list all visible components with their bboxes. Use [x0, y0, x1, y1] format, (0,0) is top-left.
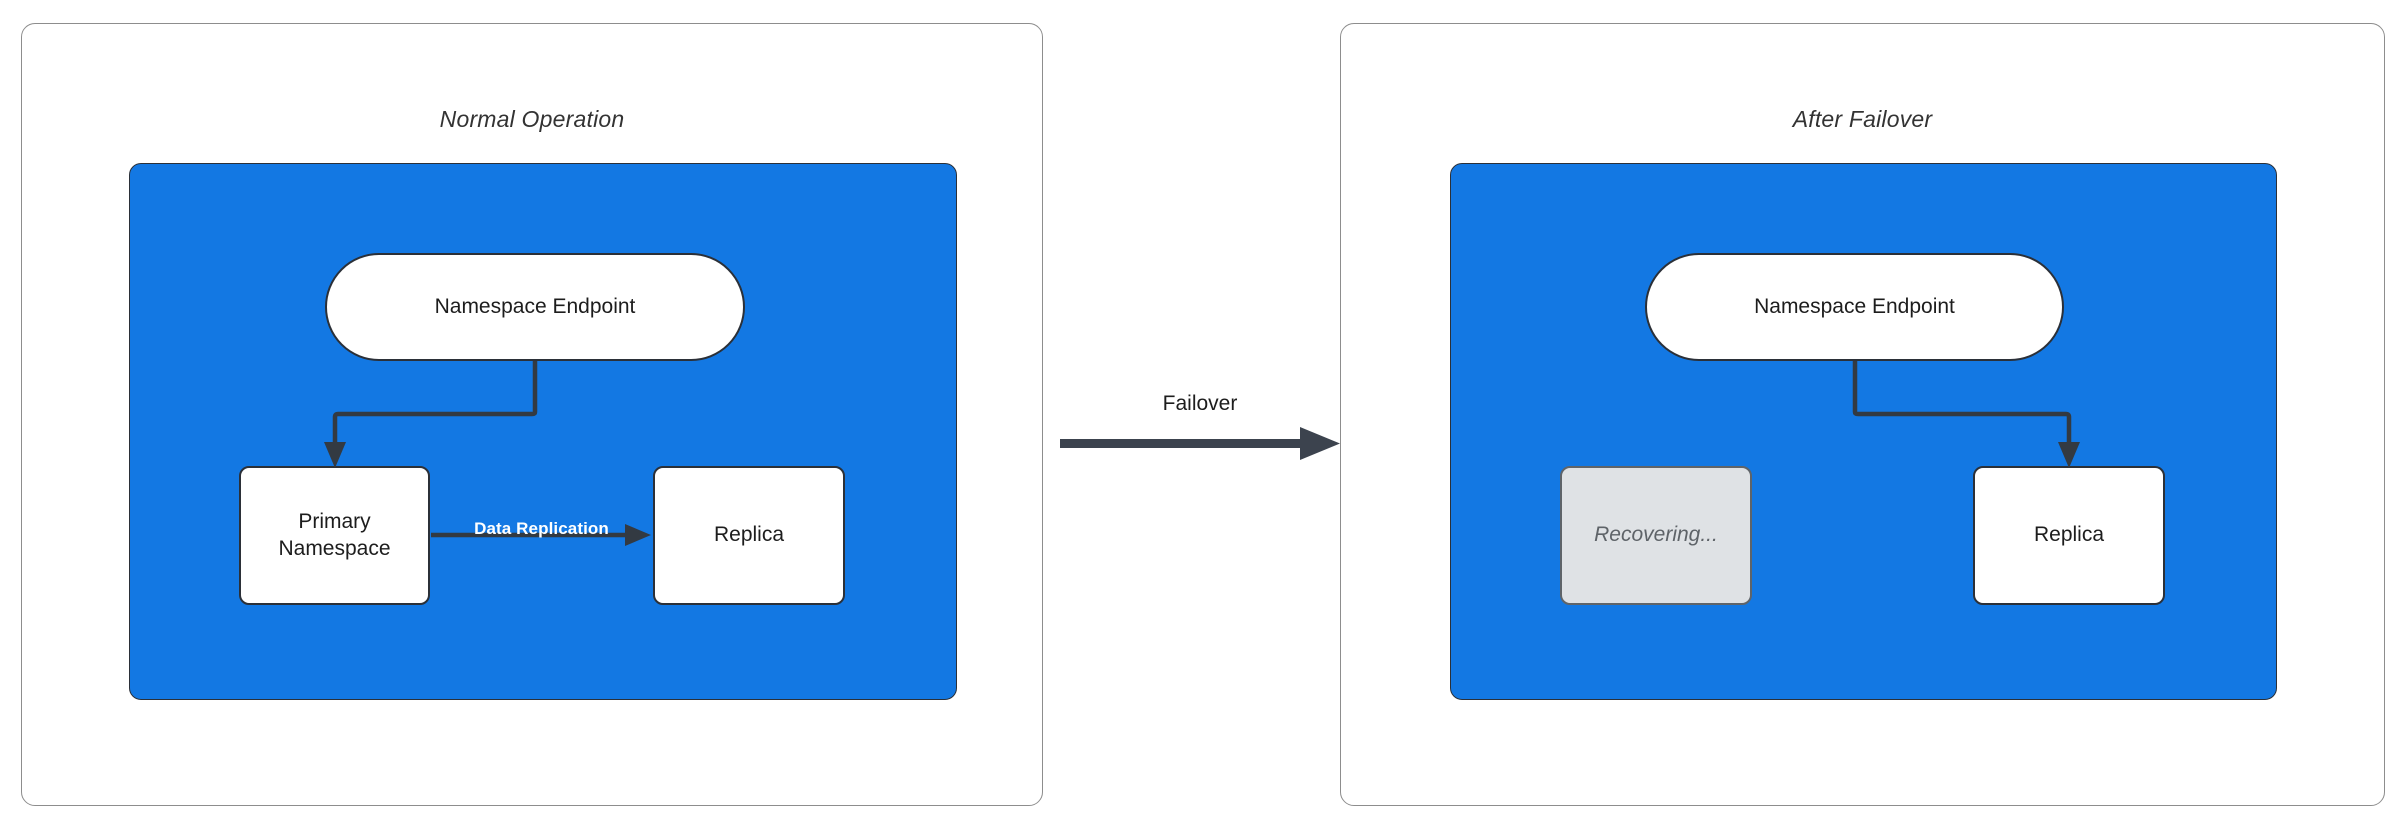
node-namespace-endpoint-left[interactable]: Namespace Endpoint	[325, 253, 745, 361]
failover-arrow-head	[1300, 427, 1340, 460]
node-recovering[interactable]: Recovering...	[1560, 466, 1752, 605]
node-label: Replica	[2033, 523, 2105, 547]
node-label: Namespace Endpoint	[1754, 294, 1955, 318]
node-replica-right[interactable]: Replica	[1973, 466, 2165, 605]
node-label: Replica	[713, 523, 785, 547]
failover-arrow-shaft	[1060, 439, 1310, 448]
transition-label-failover: Failover	[1162, 392, 1238, 415]
node-replica-left[interactable]: Replica	[653, 466, 845, 605]
edge-label-data-replication: Data Replication	[474, 519, 609, 538]
region-primary-cluster	[129, 163, 957, 700]
transition-arrow-failover	[1060, 427, 1340, 460]
node-label-line1: Primary	[298, 509, 371, 533]
node-label-line2: Namespace	[278, 536, 391, 560]
node-label: Recovering...	[1594, 523, 1718, 547]
node-label: Primary Namespace	[278, 509, 390, 563]
node-primary-namespace[interactable]: Primary Namespace	[239, 466, 430, 605]
node-label: Namespace Endpoint	[434, 294, 636, 318]
panel-title-after-failover: After Failover	[1792, 106, 1933, 132]
panel-title-normal-operation: Normal Operation	[439, 106, 625, 132]
node-namespace-endpoint-right[interactable]: Namespace Endpoint	[1645, 253, 2064, 361]
region-failover-cluster	[1450, 163, 2277, 700]
